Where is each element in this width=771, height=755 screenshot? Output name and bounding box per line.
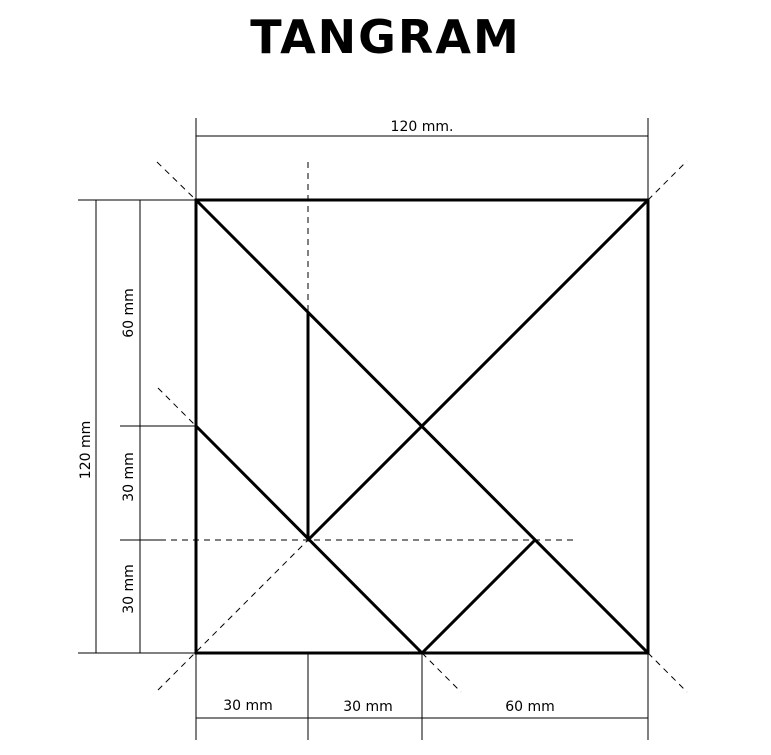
- bottom-right-label: 60 mm: [505, 699, 555, 715]
- diagonal-guide-bottom-left: [157, 539, 309, 691]
- left-middle-label: 30 mm: [121, 452, 137, 502]
- corner-diagonal-top-left: [156, 161, 197, 201]
- square-edge-bottom: [420, 538, 537, 655]
- top-width-label: 120 mm.: [391, 119, 454, 135]
- bottom-middle-label: 30 mm: [343, 699, 393, 715]
- upper-right-diagonal: [306, 198, 650, 542]
- tangram-pieces: [194, 198, 650, 655]
- lower-left-diagonal: [194, 424, 424, 655]
- left-lower-label: 30 mm: [121, 564, 137, 614]
- corner-diagonal-bottom-right: [647, 652, 688, 693]
- diagonal-guide-left-mid: [157, 387, 197, 427]
- bottom-left-label: 30 mm: [223, 698, 273, 714]
- diagonal-guide-bottom-mid: [421, 652, 462, 693]
- left-total-label: 120 mm: [78, 421, 94, 479]
- dimension-lines: [78, 118, 649, 740]
- corner-diagonal-top-right: [647, 160, 688, 201]
- page-title: TANGRAM: [250, 10, 521, 64]
- left-upper-label: 60 mm: [121, 288, 137, 338]
